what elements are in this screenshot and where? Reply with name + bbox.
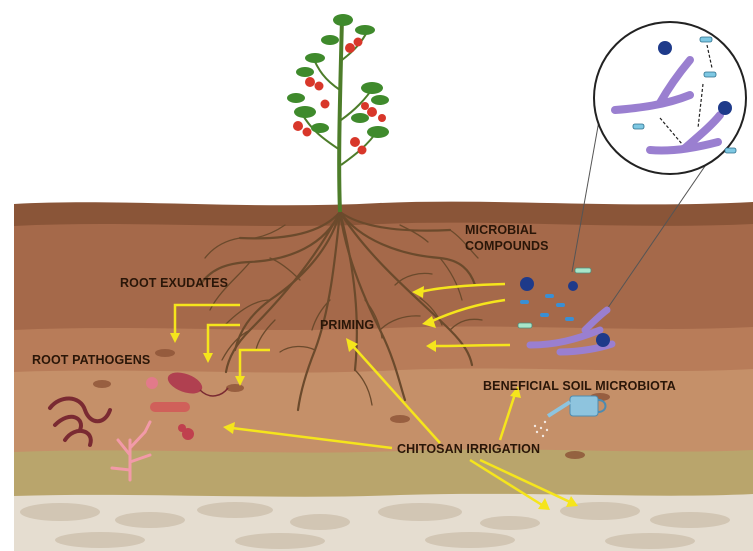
tomato-plant (287, 14, 389, 212)
label-root-pathogens: ROOT PATHOGENS (32, 352, 150, 368)
soil-layers (14, 202, 753, 551)
label-root-exudates: ROOT EXUDATES (120, 275, 228, 291)
label-beneficial-soil-microbiota: BENEFICIAL SOIL MICROBIOTA (483, 378, 676, 394)
label-priming: PRIMING (320, 317, 374, 333)
plant-stem (339, 18, 342, 212)
label-chitosan-irrigation: CHITOSAN IRRIGATION (397, 441, 540, 457)
label-microbial-compounds-line2: COMPOUNDS (465, 238, 549, 254)
label-microbial-compounds-line1: MICROBIAL (465, 222, 537, 238)
